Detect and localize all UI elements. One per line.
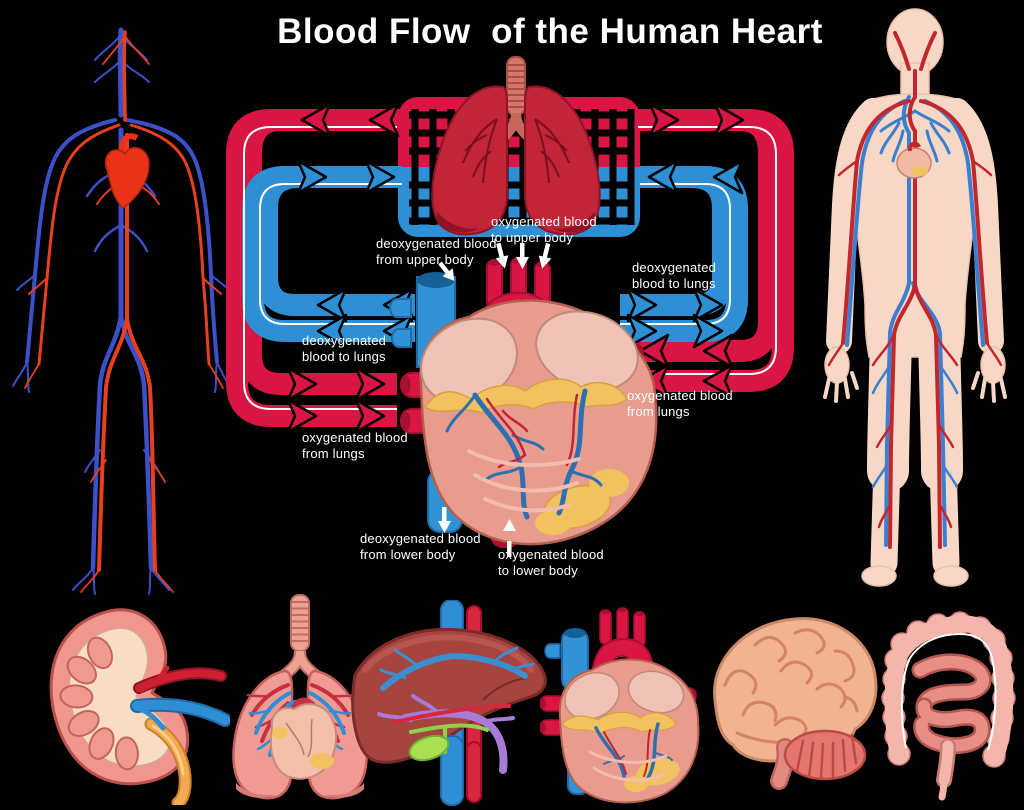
- heart-illustration: [389, 257, 658, 548]
- figure-heart: [896, 141, 932, 179]
- brain-illustration: [713, 617, 878, 790]
- circulatory-system-figure: [12, 27, 230, 595]
- artery-pipes: [226, 109, 794, 427]
- label-deoxygenated-blood-to-lungs-left: deoxygenated blood to lungs: [302, 333, 387, 364]
- poster-title: Blood Flow of the Human Heart: [277, 12, 823, 51]
- heart-lung-blood-flow-diagram: [226, 56, 794, 557]
- label-oxygenated-blood-to-lower-body: oxygenated blood to lower body: [498, 547, 604, 578]
- label-deoxygenated-blood-from-upper-body: deoxygenated blood from upper body: [376, 236, 497, 267]
- heart-small-illustration: [540, 607, 700, 804]
- label-deoxygenated-blood-from-lower-body: deoxygenated blood from lower body: [360, 531, 481, 562]
- figure-heart: [104, 133, 150, 209]
- human-body-circulation-figure: [823, 8, 1007, 587]
- liver-illustration: [351, 600, 547, 806]
- lungs-illustration: [431, 56, 601, 236]
- label-oxygenated-blood-from-lungs-right: oxygenated blood from lungs: [627, 388, 733, 419]
- label-oxygenated-blood-from-lungs-left: oxygenated blood from lungs: [302, 430, 408, 461]
- label-deoxygenated-blood-to-lungs-right: deoxygenated blood to lungs: [632, 260, 717, 291]
- pointer-arrows: [438, 242, 552, 557]
- kidney-illustration: [49, 608, 230, 805]
- intestines-illustration: [881, 611, 1016, 801]
- label-oxygenated-blood-to-upper-body: oxygenated blood to upper body: [491, 214, 597, 245]
